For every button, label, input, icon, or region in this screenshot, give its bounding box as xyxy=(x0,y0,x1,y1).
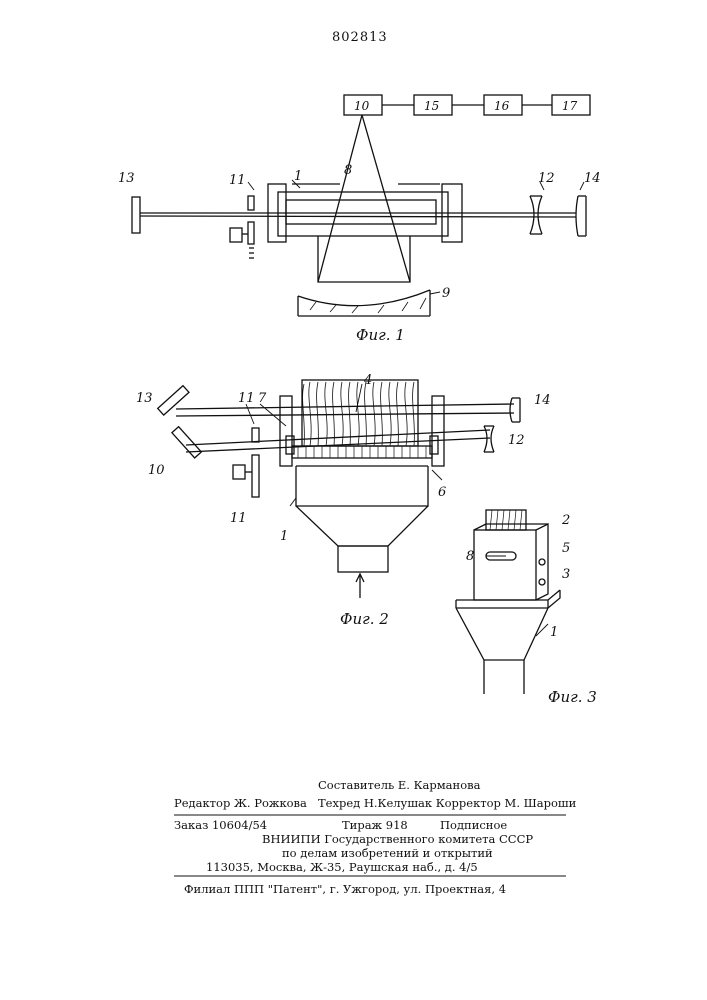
fig3-label-8: 8 xyxy=(466,549,474,564)
fig1-label-1: 1 xyxy=(294,169,302,184)
fig2-label-13: 13 xyxy=(136,391,153,406)
imprint-subscription: Подписное xyxy=(440,818,507,832)
figure-1 xyxy=(132,95,590,316)
fig3-label-5: 5 xyxy=(562,541,570,556)
fig2-label-12: 12 xyxy=(508,433,525,448)
fig1-label-9: 9 xyxy=(442,286,450,301)
fig2-label-4: 4 xyxy=(363,373,372,388)
fig2-label-10: 10 xyxy=(148,463,165,478)
fig2-label-1: 1 xyxy=(280,529,288,544)
imprint-editor: Редактор Ж. Рожкова xyxy=(174,796,307,810)
figure-3 xyxy=(456,510,560,694)
label-block-10: 10 xyxy=(354,99,370,113)
fig3-label-3: 3 xyxy=(562,567,570,582)
fig2-label-11-bottom: 11 xyxy=(230,511,247,526)
fig1-label-14: 14 xyxy=(584,171,601,186)
imprint-address: 113035, Москва, Ж-35, Раушская наб., д. … xyxy=(206,860,478,874)
label-block-17: 17 xyxy=(562,99,578,113)
fig3-caption: Фиг. 3 xyxy=(548,688,597,706)
fig1-label-11: 11 xyxy=(229,173,246,188)
fig1-caption: Фиг. 1 xyxy=(356,326,405,344)
fig2-label-14: 14 xyxy=(534,393,551,408)
figure-2 xyxy=(158,380,520,598)
imprint-org1: ВНИИПИ Государственного комитета СССР xyxy=(262,832,533,846)
fig1-label-12: 12 xyxy=(538,171,555,186)
imprint-compiler: Составитель Е. Карманова xyxy=(318,778,480,792)
imprint-circulation: Тираж 918 xyxy=(342,818,408,832)
imprint-techred-corrector: Техред Н.Келушак Корректор М. Шароши xyxy=(318,796,576,810)
fig2-label-6: 6 xyxy=(438,485,446,500)
label-block-15: 15 xyxy=(424,99,439,113)
fig1-label-13: 13 xyxy=(118,171,135,186)
imprint-order: Заказ 10604/54 xyxy=(174,818,267,832)
imprint-org2: по делам изобретений и открытий xyxy=(282,846,493,860)
fig1-label-8: 8 xyxy=(344,163,352,178)
label-block-16: 16 xyxy=(494,99,510,113)
fig2-caption: Фиг. 2 xyxy=(340,610,389,628)
fig3-label-1: 1 xyxy=(550,625,558,640)
fig3-label-2: 2 xyxy=(561,513,570,528)
fig2-label-11-top: 11 xyxy=(238,391,255,406)
fig2-label-7: 7 xyxy=(258,391,267,406)
imprint-branch: Филиал ППП "Патент", г. Ужгород, ул. Про… xyxy=(184,882,506,896)
